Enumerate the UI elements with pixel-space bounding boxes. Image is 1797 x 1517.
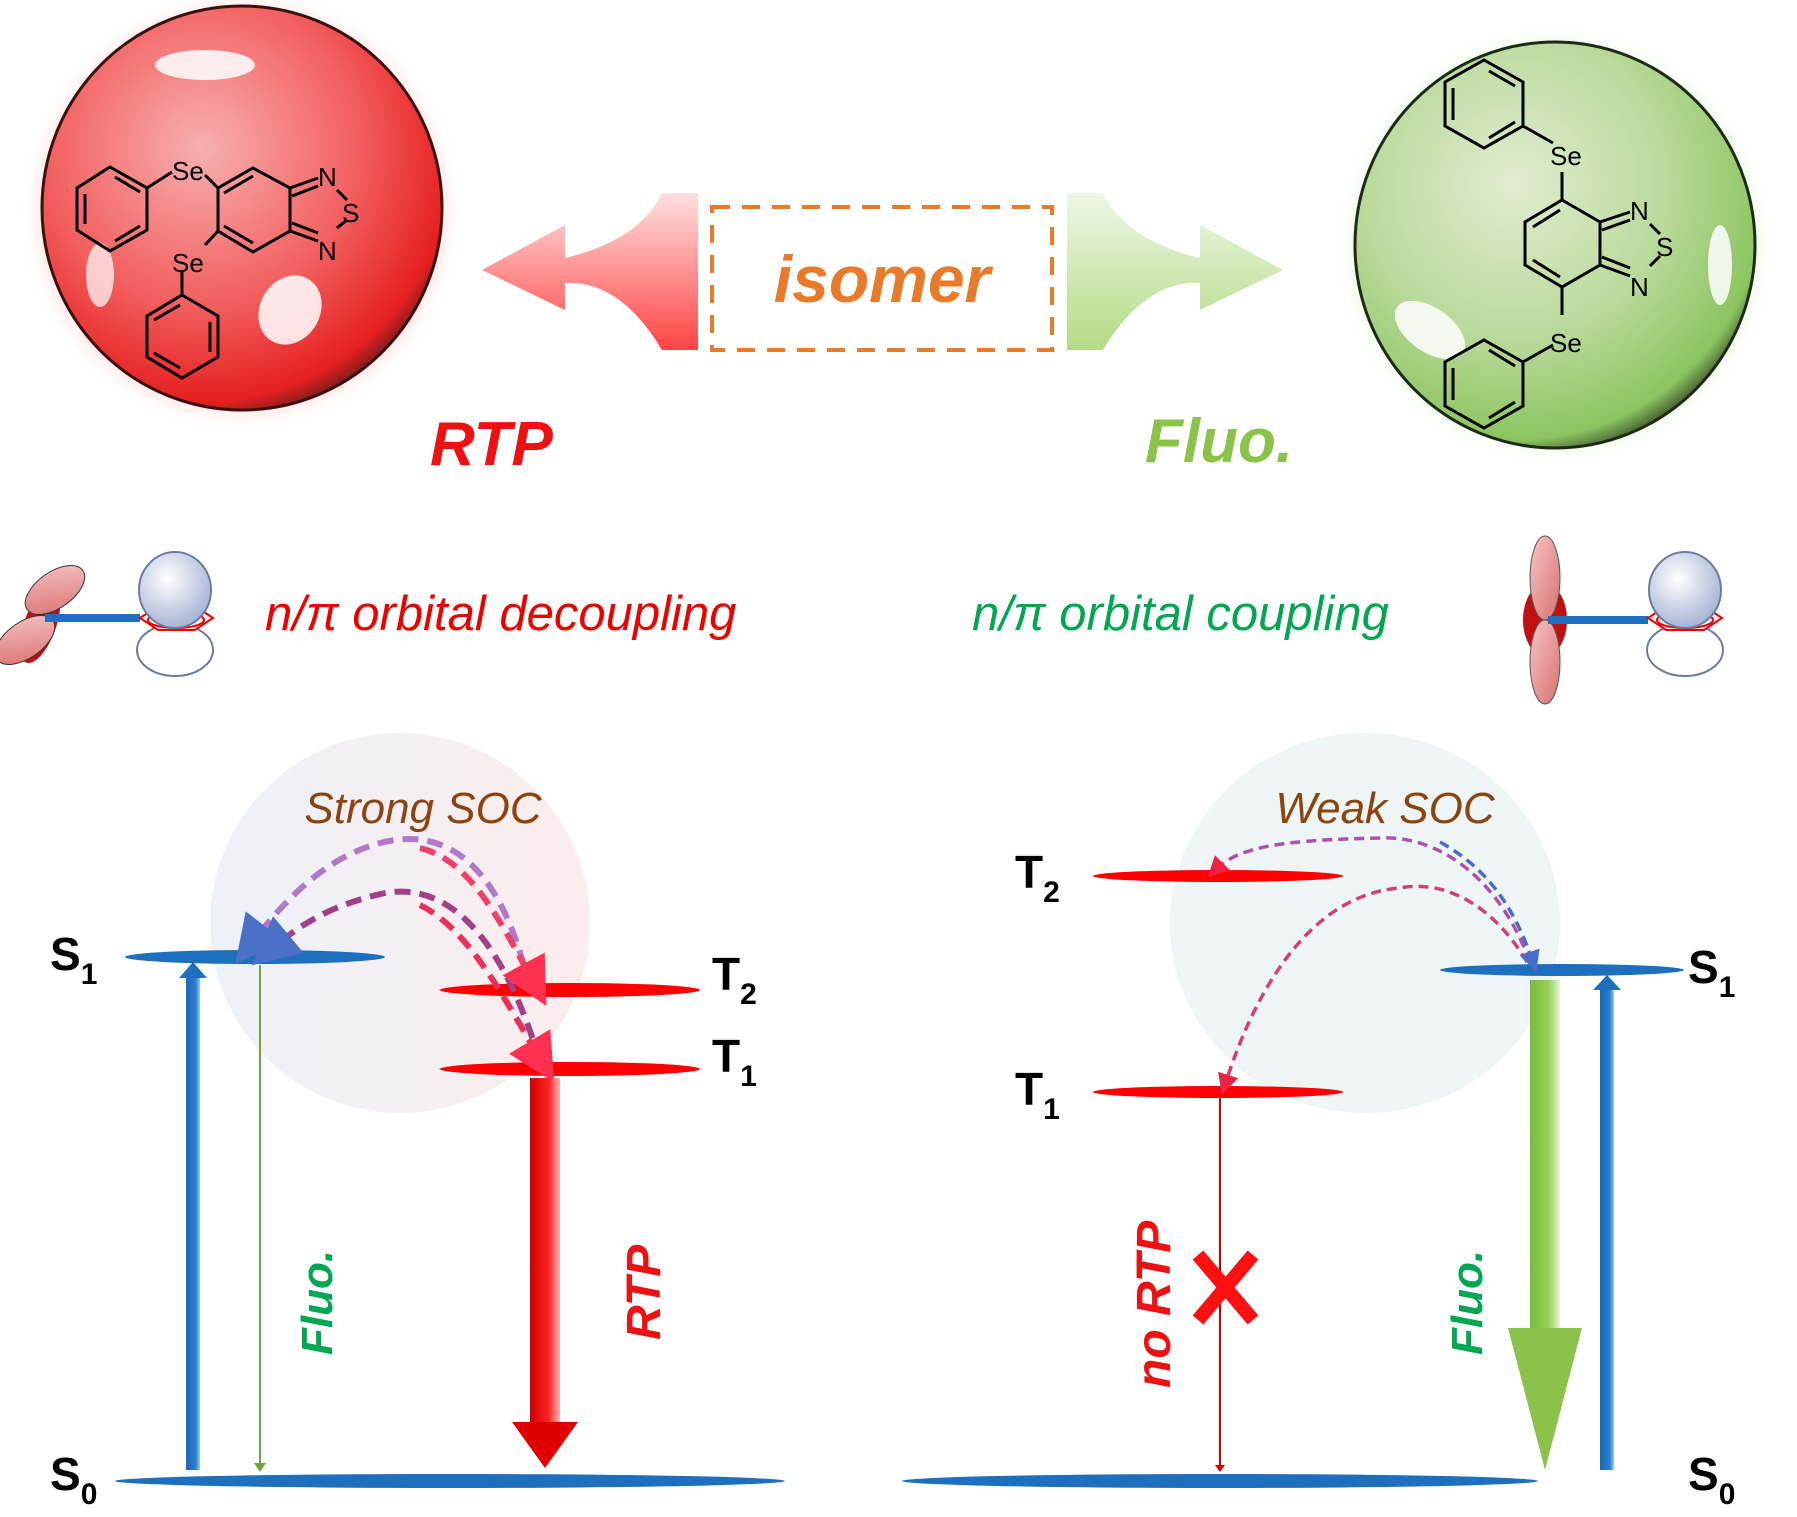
right-t1-label: T1 bbox=[1015, 1063, 1060, 1126]
left-n-atom-1: N bbox=[318, 162, 337, 192]
left-excitation-arrowhead bbox=[179, 962, 207, 978]
right-s0-label: S0 bbox=[1688, 1448, 1735, 1511]
right-fluo-label: Fluo. bbox=[1145, 407, 1293, 476]
right-fluo-label-vertical: Fluo. bbox=[1443, 1250, 1492, 1355]
right-fluo-arrow bbox=[1530, 980, 1560, 1330]
left-t2-level bbox=[440, 983, 700, 997]
right-soc-label: Weak SOC bbox=[1275, 784, 1495, 833]
right-s1-t2-isc-arrow bbox=[1207, 836, 1532, 963]
left-rtp-label-vertical: RTP bbox=[618, 1244, 671, 1340]
right-se-atom-1: Se bbox=[1550, 141, 1582, 171]
left-n-atom-2: N bbox=[318, 236, 337, 266]
right-t2-label: T2 bbox=[1015, 846, 1060, 909]
left-rtp-label: RTP bbox=[430, 410, 554, 479]
left-rtp-arrowhead bbox=[512, 1422, 578, 1468]
left-se-atom-1: Se bbox=[172, 156, 204, 186]
right-n-atom-2: N bbox=[1630, 272, 1649, 302]
left-s0-label: S0 bbox=[50, 1448, 97, 1511]
right-se-atom-2: Se bbox=[1550, 328, 1582, 358]
cross-icon bbox=[1192, 1250, 1259, 1325]
left-s0-level bbox=[115, 1474, 785, 1488]
left-excitation-arrow bbox=[186, 978, 200, 1470]
right-orbital-icon bbox=[1523, 535, 1724, 705]
right-excitation-arrowhead bbox=[1593, 975, 1621, 990]
right-s1-label: S1 bbox=[1688, 941, 1735, 1004]
left-t1-level bbox=[440, 1062, 700, 1076]
left-soc-label: Strong SOC bbox=[304, 784, 542, 833]
isomer-label: isomer bbox=[774, 242, 994, 316]
left-s1-t2-isc-arrow bbox=[235, 836, 533, 991]
right-t1-level bbox=[1093, 1086, 1343, 1098]
right-s1-level bbox=[1440, 964, 1684, 976]
left-se-atom-2: Se bbox=[172, 248, 204, 278]
left-molecule-sphere bbox=[20, 0, 464, 432]
right-arrow-shape bbox=[1067, 193, 1283, 350]
right-t2-level bbox=[1093, 870, 1343, 882]
right-n-atom-1: N bbox=[1630, 196, 1649, 226]
left-t2-label: T2 bbox=[712, 948, 757, 1011]
right-s-atom: S bbox=[1656, 232, 1673, 262]
coupling-label: n/π orbital coupling bbox=[972, 587, 1389, 641]
left-arrow-shape bbox=[482, 193, 698, 350]
left-s1-level bbox=[125, 950, 385, 964]
right-molecule-sphere bbox=[1333, 23, 1777, 467]
right-fluo-arrowhead bbox=[1508, 1328, 1582, 1470]
left-soc-background bbox=[210, 733, 590, 1113]
right-s1-t1-isc-arrow bbox=[1218, 884, 1529, 1096]
right-excitation-arrow bbox=[1600, 990, 1614, 1470]
right-no-rtp-label: no RTP bbox=[1128, 1220, 1181, 1388]
left-fluo-label: Fluo. bbox=[293, 1250, 342, 1355]
left-rtp-arrow bbox=[530, 1078, 560, 1423]
decoupling-label: n/π orbital decoupling bbox=[265, 587, 736, 641]
left-s-atom: S bbox=[342, 198, 359, 228]
right-s0-level bbox=[902, 1474, 1538, 1488]
left-t1-label: T1 bbox=[712, 1030, 757, 1093]
left-molecule-structure bbox=[75, 165, 349, 380]
right-soc-background bbox=[1170, 733, 1560, 1113]
left-t2-arrow-head bbox=[419, 845, 547, 1007]
right-s1-arrow-head bbox=[1439, 840, 1540, 972]
right-molecule-structure bbox=[1443, 58, 1662, 430]
left-s1-label: S1 bbox=[50, 928, 97, 991]
left-orbital-icon bbox=[0, 551, 215, 677]
